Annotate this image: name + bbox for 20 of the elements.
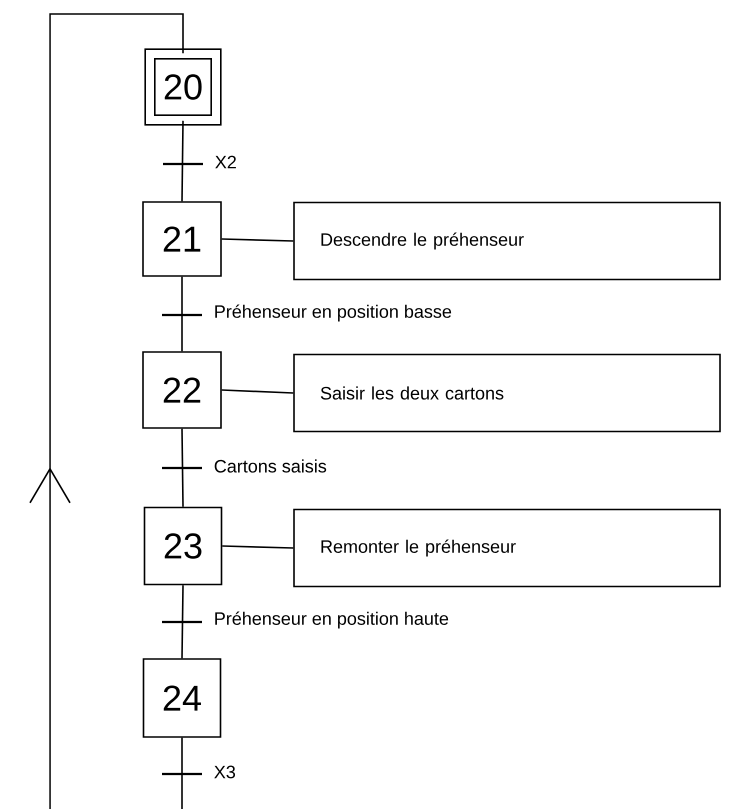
link-line [181,120,184,202]
step-box: 24 [142,658,222,738]
action-box: Descendre le préhenseur [293,202,721,280]
initial-step-box: 20 [144,48,222,126]
link-line [222,389,294,394]
action-box: Saisir les deux cartons [293,354,721,432]
link-line [181,428,184,507]
transition-label: X2 [214,154,238,170]
transition-label: Préhenseur en position haute [212,610,450,630]
link-line [181,585,184,658]
link-line [181,276,183,352]
transition-label: X3 [212,764,237,780]
action-box: Remonter le préhenseur [293,508,721,588]
link-line [222,545,294,549]
step-box: 21 [142,201,222,277]
step-box: 23 [144,506,222,586]
link-line [222,238,294,242]
transition-label: Préhenseur en position basse [212,304,453,322]
step-box: 22 [142,351,222,429]
transition-label: Cartons saisis [212,458,328,474]
